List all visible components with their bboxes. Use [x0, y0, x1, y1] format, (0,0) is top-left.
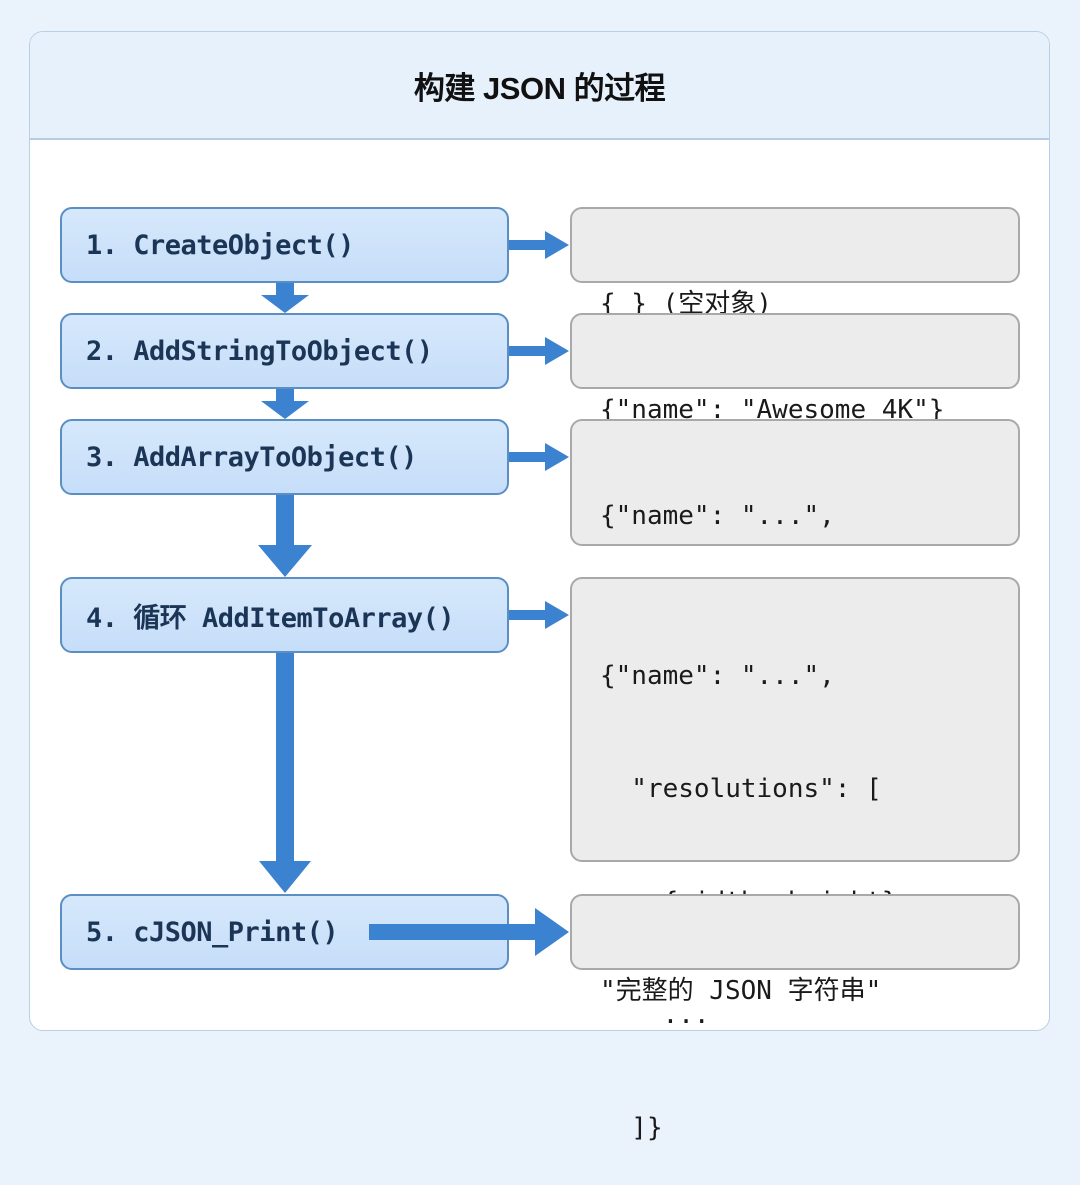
step-2-add-string: 2. AddStringToObject()	[60, 313, 509, 389]
result-line: ]}	[600, 1113, 663, 1143]
result-with-array: {"name": "...", "resolutions": []}	[570, 419, 1020, 644]
result-line: "完整的 JSON 字符串"	[600, 976, 882, 1006]
result-with-items: {"name": "...", "resolutions": [ {width,…	[570, 577, 1020, 1143]
step-4-add-item-loop: 4. 循环 AddItemToArray()	[60, 577, 509, 653]
result-line: "resolutions": [	[600, 774, 882, 804]
step-5-print: 5. cJSON_Print()	[60, 894, 509, 970]
step-label: 3. AddArrayToObject()	[86, 441, 417, 473]
step-label: 2. AddStringToObject()	[86, 335, 433, 367]
result-empty-object: { } (空对象)	[570, 207, 1020, 319]
result-line: {"name": "...",	[600, 501, 835, 531]
result-line: {"name": "...",	[600, 661, 835, 691]
diagram-title: 构建 JSON 的过程	[413, 70, 666, 106]
step-label: 1. CreateObject()	[86, 229, 354, 261]
result-json-string: "完整的 JSON 字符串"	[570, 894, 1020, 1006]
step-3-add-array: 3. AddArrayToObject()	[60, 419, 509, 495]
result-name-string: {"name": "Awesome 4K"}	[570, 313, 1020, 425]
step-1-create-object: 1. CreateObject()	[60, 207, 509, 283]
result-line: ...	[600, 1000, 710, 1030]
step-label: 5. cJSON_Print()	[86, 916, 339, 948]
step-label: 4. 循环 AddItemToArray()	[86, 602, 455, 634]
diagram-header: 构建 JSON 的过程	[30, 32, 1049, 140]
